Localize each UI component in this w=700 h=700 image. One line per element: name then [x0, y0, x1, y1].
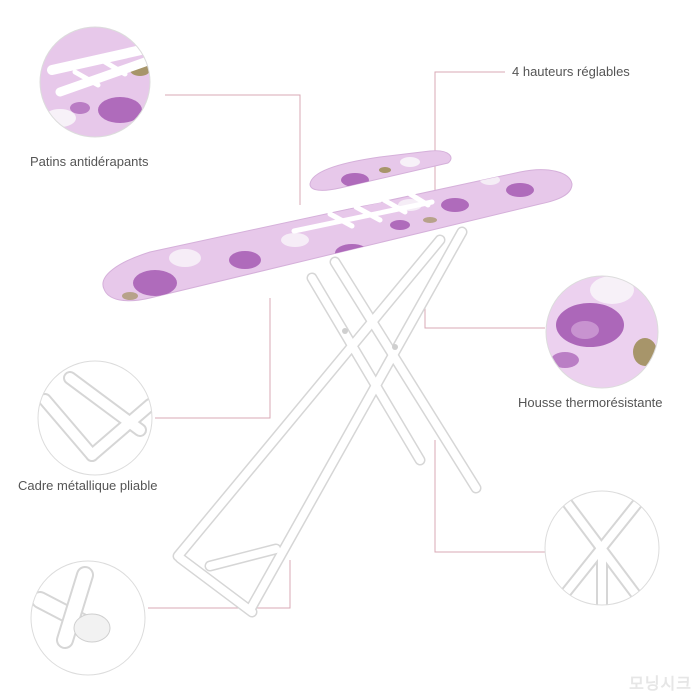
leader-line-cover	[424, 292, 545, 329]
leader-line-hinge	[434, 440, 545, 553]
callout-cover: Housse thermorésistante	[518, 395, 663, 410]
detail-pads	[39, 26, 151, 138]
leader-line-heights	[434, 71, 505, 195]
board-top	[102, 150, 573, 302]
callout-frame: Cadre métallique pliable	[18, 478, 158, 493]
callout-pads: Patins antidérapants	[30, 154, 149, 169]
watermark: 모닝시크	[629, 676, 692, 693]
detail-foot	[30, 560, 146, 676]
leader-line-foot	[148, 560, 291, 609]
detail-frame	[37, 360, 153, 476]
leader-line-frame	[155, 298, 271, 419]
detail-cover	[545, 275, 659, 389]
callout-heights: 4 hauteurs réglables	[512, 64, 630, 79]
leader-line-pads	[165, 94, 301, 205]
board-frame	[172, 226, 482, 618]
detail-hinge	[544, 490, 660, 606]
